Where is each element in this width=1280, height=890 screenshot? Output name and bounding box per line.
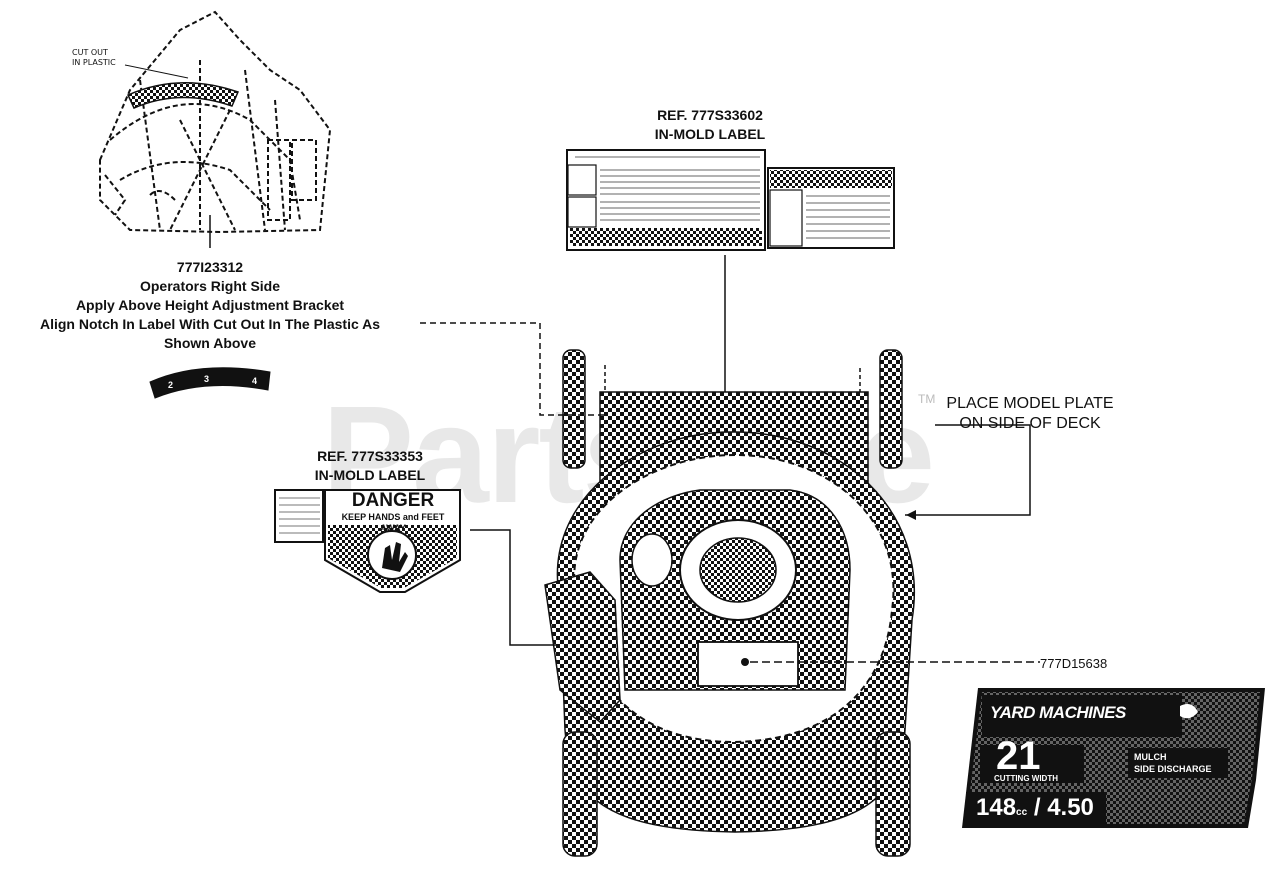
wheel-rear-left xyxy=(562,731,598,857)
model-plate-line1: PLACE MODEL PLATE xyxy=(946,395,1114,412)
danger-label-text: DANGER KEEP HANDS and FEET AWAY xyxy=(328,491,458,534)
mower-body xyxy=(544,349,915,857)
handle-right xyxy=(879,349,903,469)
callout-line1: Operators Right Side xyxy=(139,278,281,294)
height-label-strip xyxy=(149,367,271,399)
label-type: IN-MOLD LABEL xyxy=(654,126,766,142)
part-777d15638-callout: 777D15638 xyxy=(1040,656,1108,671)
height-strip-numbers: 2 3 4 xyxy=(168,370,268,390)
fuel-cap xyxy=(631,533,673,587)
height-number-3: 3 xyxy=(204,374,210,384)
height-bracket-drawing xyxy=(99,10,332,234)
model-plate-leader xyxy=(905,424,1031,516)
ref-777s33353-callout: REF. 777S33353 IN-MOLD LABEL xyxy=(280,447,460,485)
cutout-leader xyxy=(124,64,189,79)
model-plate-line2: ON SIDE OF DECK xyxy=(959,415,1101,432)
handle-left xyxy=(562,349,586,469)
discharge-line1: MULCH xyxy=(1134,752,1167,762)
engine-spec: 148cc / 4.50 xyxy=(976,794,1094,821)
height-number-2: 2 xyxy=(168,380,174,390)
displacement-unit: cc xyxy=(1016,807,1028,818)
danger-subtitle: KEEP HANDS and FEET AWAY xyxy=(341,512,445,533)
discharge-text: MULCH SIDE DISCHARGE xyxy=(1134,751,1212,775)
callout-line2: Apply Above Height Adjustment Bracket xyxy=(75,297,345,313)
discharge-line2: SIDE DISCHARGE xyxy=(1134,764,1212,774)
callout-line4: Shown Above xyxy=(163,335,257,351)
ref-number: REF. 777S33353 xyxy=(317,448,423,464)
torque-value: 4.50 xyxy=(1047,794,1094,821)
trademark: TM xyxy=(918,392,936,406)
model-plate-callout: PLACE MODEL PLATE ON SIDE OF DECK xyxy=(930,394,1130,434)
danger-label-leader xyxy=(470,529,560,646)
displacement-value: 148 xyxy=(976,794,1017,821)
ref-777s33602-callout: REF. 777S33602 IN-MOLD LABEL xyxy=(610,106,810,144)
label-type: IN-MOLD LABEL xyxy=(314,467,426,483)
brand-name: YARD MACHINES xyxy=(990,703,1126,722)
side-danger-label xyxy=(274,489,461,593)
height-number-4: 4 xyxy=(252,376,258,386)
part-777i23312-callout: 777I23312 Operators Right Side Apply Abo… xyxy=(0,258,420,353)
callout-line3: Align Notch In Label With Cut Out In The… xyxy=(39,316,381,332)
wheel-rear-right xyxy=(875,731,911,857)
ref-number: REF. 777S33602 xyxy=(657,107,763,123)
cutting-width-value: 21 xyxy=(996,734,1041,778)
cutout-callout: CUT OUT IN PLASTIC xyxy=(72,48,142,68)
cutting-width-label: CUTTING WIDTH xyxy=(994,774,1058,783)
discharge-chute xyxy=(544,571,621,724)
danger-title: DANGER xyxy=(351,490,435,511)
bracket-label-leader xyxy=(420,322,605,416)
bracket-notch-strip xyxy=(126,81,240,109)
top-danger-label xyxy=(566,149,895,251)
brand-plate xyxy=(962,688,1265,828)
part-number: 777I23312 xyxy=(176,259,244,275)
cutout-line1: CUT OUT xyxy=(72,48,108,57)
cutout-line2: IN PLASTIC xyxy=(72,58,116,67)
